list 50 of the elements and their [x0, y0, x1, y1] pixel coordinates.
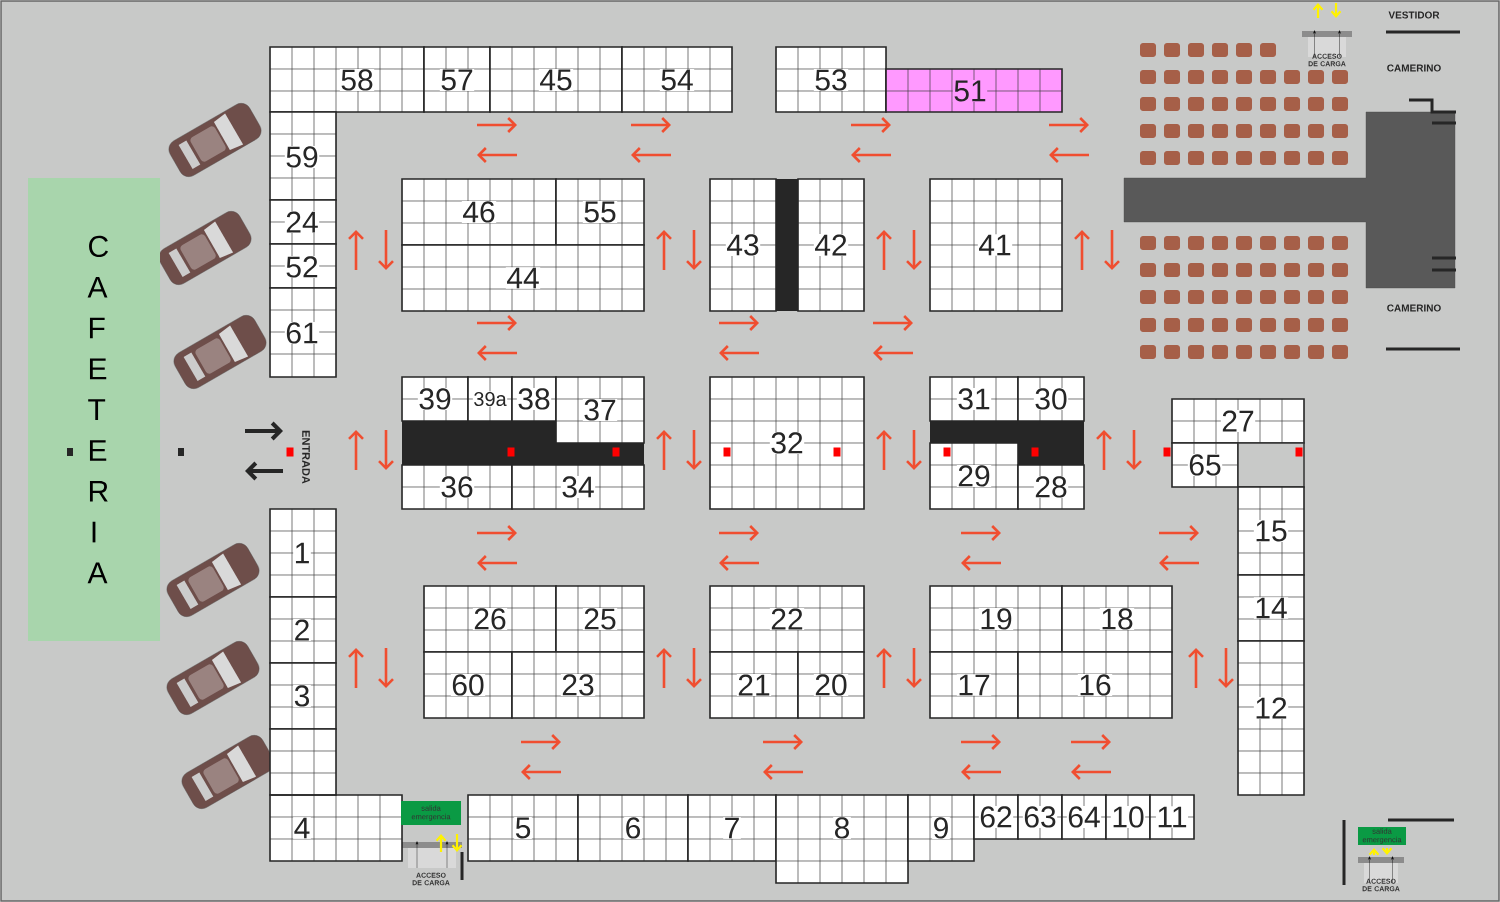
booth: 21: [709, 651, 799, 719]
booth: 5: [467, 794, 579, 862]
booth: 62: [973, 794, 1019, 840]
booth: 55: [555, 178, 645, 246]
booth: 57: [423, 46, 491, 113]
room-label: CAMERINO: [1387, 64, 1441, 72]
booth: 25: [555, 585, 645, 653]
booth: 41: [929, 178, 1063, 312]
booth: 4: [269, 728, 403, 862]
booth: 60: [423, 651, 513, 719]
booth: 6: [577, 794, 689, 862]
booth: 34: [511, 464, 645, 510]
cafeteria-area: C A F E T E R I A: [28, 178, 160, 641]
room-label: CAMERINO: [1387, 304, 1441, 312]
booth: 63: [1017, 794, 1063, 840]
booth: 14: [1237, 574, 1305, 642]
booth: 39: [401, 376, 469, 422]
booth: 3: [269, 662, 337, 730]
booth: 17: [929, 651, 1019, 719]
booth: 18: [1061, 585, 1173, 653]
booth: 1: [269, 508, 337, 598]
booth: 42: [797, 178, 865, 312]
booth: 30: [1017, 376, 1085, 422]
entrance-label: ENTRADA: [302, 430, 310, 484]
booth: 11: [1149, 794, 1195, 840]
booth: 23: [511, 651, 645, 719]
booth: 15: [1237, 486, 1305, 576]
room-label: VESTIDOR: [1388, 11, 1440, 19]
booth: 54: [621, 46, 733, 113]
booth: 53: [775, 46, 887, 113]
booth: 38: [511, 376, 557, 422]
booth: 7: [687, 794, 777, 862]
booth: 36: [401, 464, 513, 510]
booth: 2: [269, 596, 337, 664]
booth: 32: [709, 376, 865, 510]
booth: 43: [709, 178, 777, 312]
booth: 28: [1017, 464, 1085, 510]
booth: 10: [1105, 794, 1151, 840]
booth: 26: [423, 585, 557, 653]
booth: 31: [929, 376, 1019, 422]
booth: 64: [1061, 794, 1107, 840]
booth: 46: [401, 178, 557, 246]
booth: 24: [269, 199, 337, 245]
booth: 65: [1171, 442, 1239, 488]
booth: 20: [797, 651, 865, 719]
booth: 51: [885, 68, 1063, 113]
booth: 39a: [467, 376, 513, 422]
booth: 16: [1017, 651, 1173, 719]
booth: 19: [929, 585, 1063, 653]
booth: 52: [269, 243, 337, 289]
